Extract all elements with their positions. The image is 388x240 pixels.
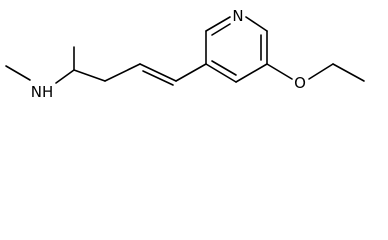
ring-bond-c4-c3: [205, 63, 237, 83]
molecule-structure: N NH O: [5, 7, 365, 101]
bond-oxygen-ch2: [308, 63, 334, 80]
bond-ch2-vinyl: [104, 63, 141, 82]
ring-bond-c4-c3-inner: [211, 60, 237, 76]
ring-bond-c5-c4: [235, 63, 268, 83]
atom-label-ring-nitrogen: N: [232, 7, 243, 25]
ring-bond-n-c6: [245, 16, 268, 32]
bond-ch-ch2: [73, 69, 106, 82]
bond-double-cc: [139, 63, 177, 82]
bond-methyl-nh: [5, 65, 31, 81]
ring-bond-c2-n: [205, 16, 231, 32]
ring-bond-c2-n-inner: [211, 23, 231, 36]
bond-nh-ch: [55, 69, 75, 84]
bond-vinyl-ring: [175, 63, 207, 82]
atom-label-ether-oxygen: O: [294, 74, 306, 92]
bond-ring-oxygen: [266, 63, 293, 80]
bond-double-cc-inner: [142, 70, 174, 86]
bond-ch2-ch3: [332, 63, 365, 82]
atom-label-amine: NH: [31, 83, 54, 101]
